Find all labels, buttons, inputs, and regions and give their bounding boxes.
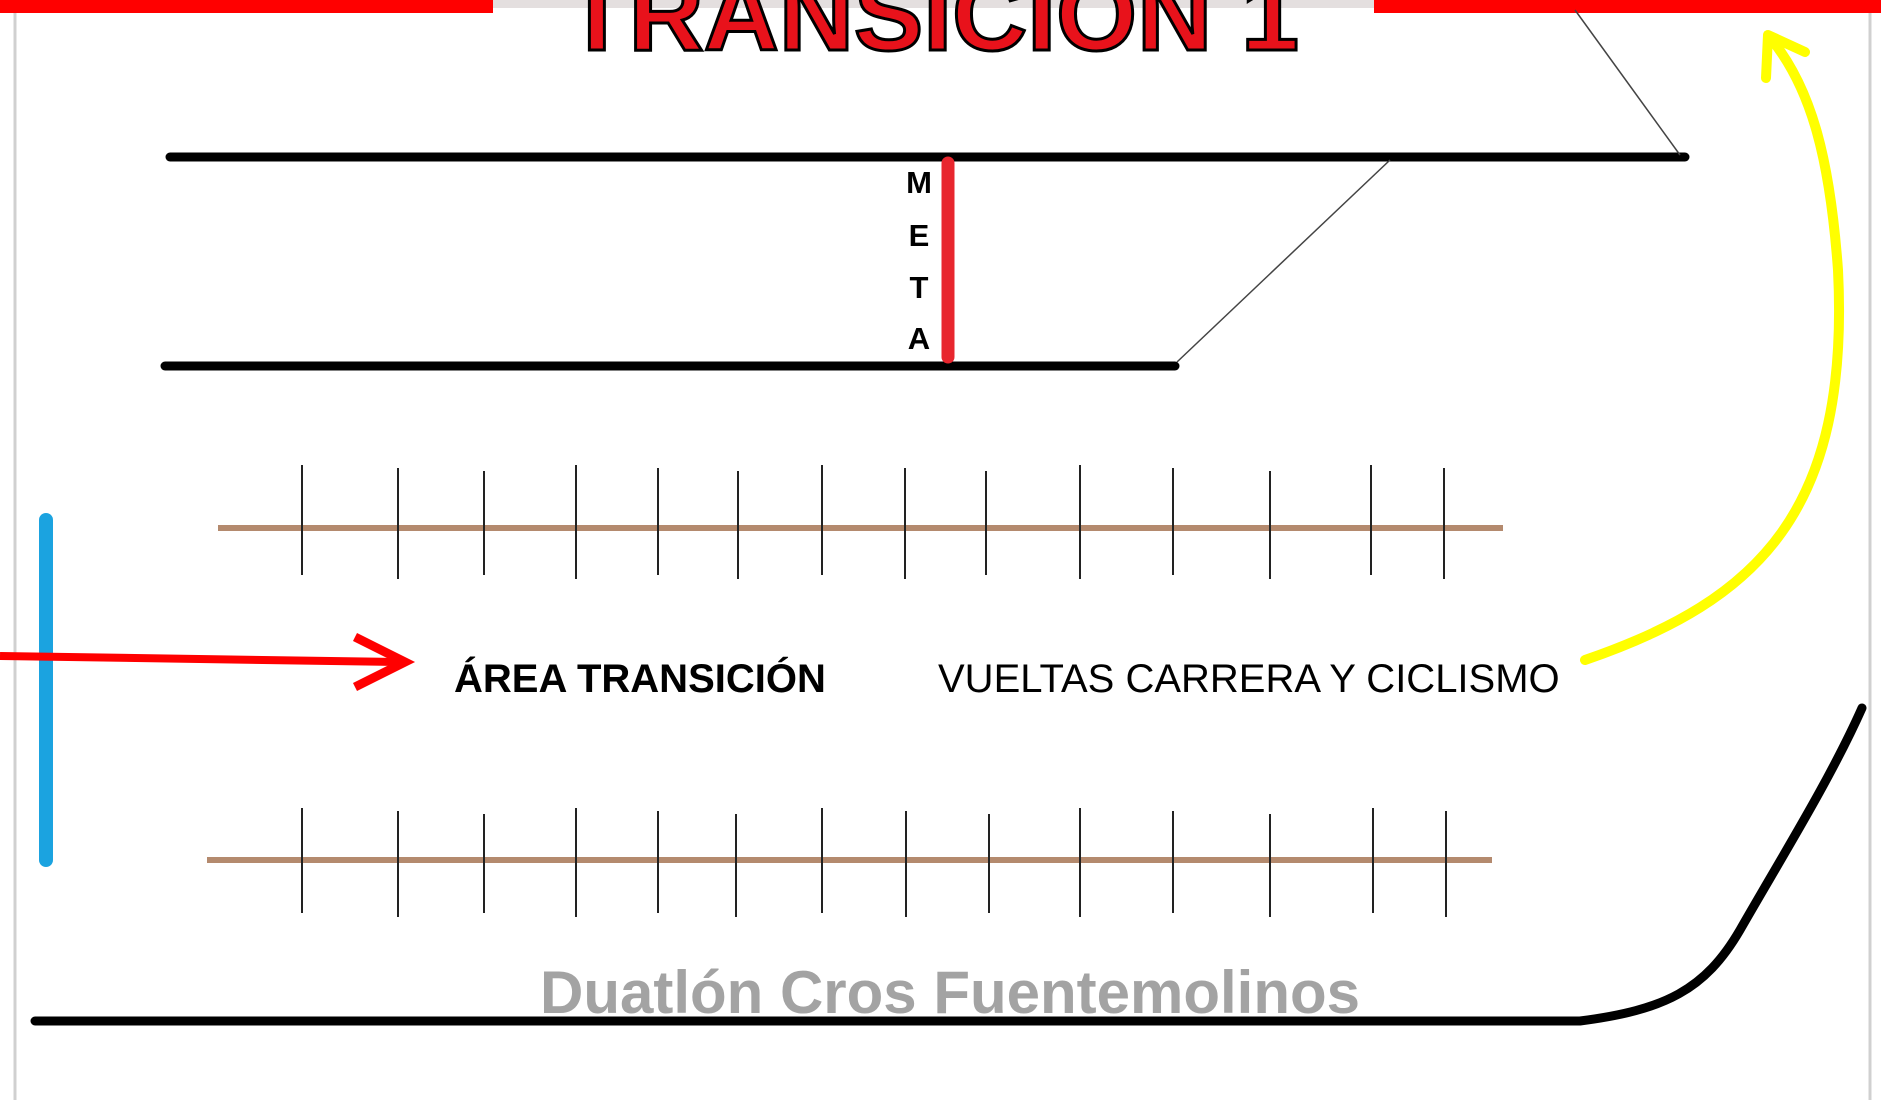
banner-photo-strip	[493, 0, 1374, 8]
diagonal-connector-bottom	[1176, 159, 1391, 363]
arrow-right-icon	[0, 632, 416, 692]
finish-letter-t: T	[910, 270, 929, 305]
curved-arrow-up-icon	[1580, 30, 1844, 665]
laps-label: VUELTAS CARRERA Y CICLISMO	[938, 657, 1560, 701]
diagonal-connector-top	[1574, 9, 1681, 156]
transition-area-label: ÁREA TRANSICIÓN	[454, 655, 826, 701]
event-name: Duatlón Cros Fuentemolinos	[540, 959, 1360, 1026]
bike-rack-row-top	[218, 465, 1503, 579]
finish-letter-e: E	[909, 218, 930, 253]
banner-bar-left	[0, 0, 493, 13]
page-title: TRANSICIÓN 1	[565, 0, 1299, 73]
finish-letter-a: A	[908, 321, 930, 356]
bike-rack-row-bottom	[207, 808, 1492, 917]
banner-bar-right	[1374, 0, 1881, 13]
finish-letter-m: M	[906, 165, 932, 200]
lower-road-line	[30, 703, 1867, 1026]
